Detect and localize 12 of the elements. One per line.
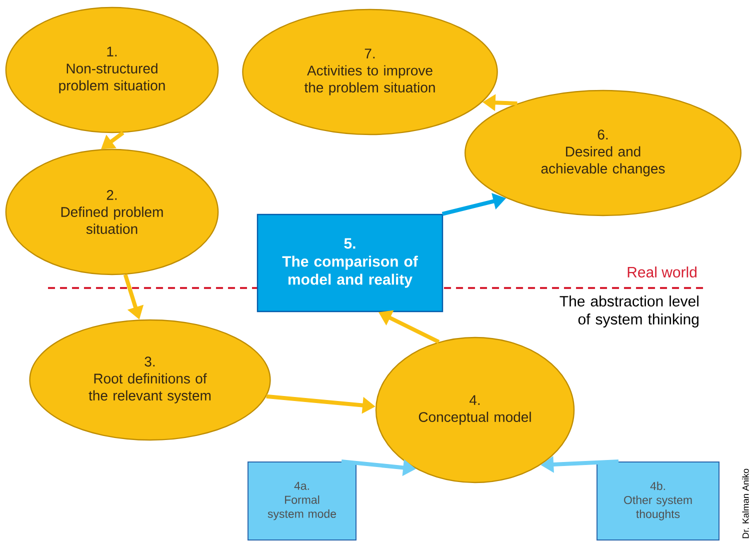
speech-bubble: 4. Conceptual model	[375, 336, 575, 484]
speech-bubble: 6. Desired and achievable changes	[464, 90, 742, 216]
speech-bubble: 3. Root definitions of the relevant system	[29, 319, 271, 441]
speech-bubble: 2. Defined problem situation	[5, 148, 219, 276]
speech-bubble: 1. Non-structured problem situation	[5, 6, 219, 134]
region-label: Real world	[628, 266, 696, 278]
speech-bubble: 7. Activities to improve the problem situation	[242, 8, 498, 136]
side-box: 4b. Other system thoughts	[596, 462, 720, 540]
side-box: 4a. Formal system mode	[248, 462, 356, 540]
region-label: The abstraction level of system thinking	[560, 296, 698, 328]
comparison-box: 5. The comparison of model and reality	[256, 214, 444, 312]
credit-text: Dr. Kalman Aniko	[742, 468, 749, 538]
